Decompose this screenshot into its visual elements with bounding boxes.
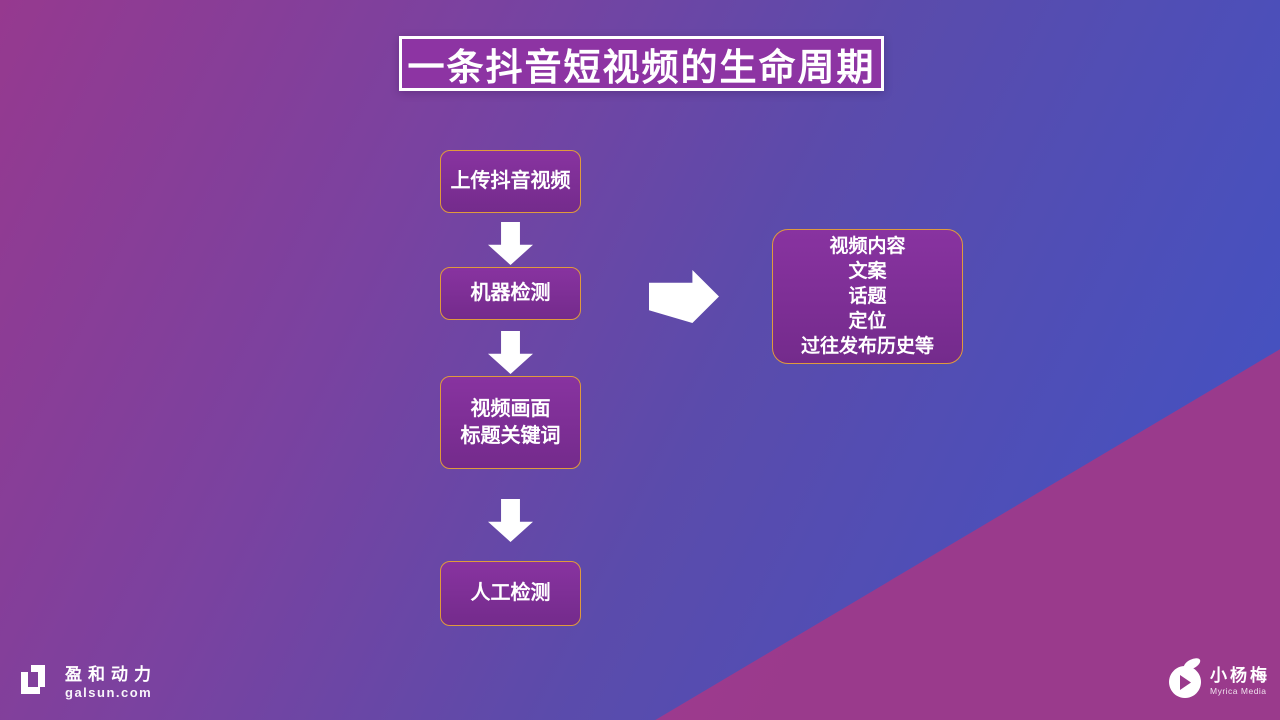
slide-title-box: 一条抖音短视频的生命周期 [399,36,884,91]
footer-right-brand-name: 小杨梅 [1210,666,1270,685]
detail-line: 文案 [848,261,887,282]
detail-line: 视频内容 [829,236,906,257]
flow-step-video-frame-keywords: 视频画面 标题关键词 [440,376,581,469]
galsun-logo-icon [14,658,58,707]
footer-left-domain: galsun.com [65,685,153,700]
myrica-logo-icon [1166,656,1204,707]
detail-line: 话题 [848,286,887,307]
down-arrow-icon [488,499,533,542]
flow-step-label: 上传抖音视频 [450,170,571,192]
down-arrow-icon [488,331,533,374]
flow-step-upload-video: 上传抖音视频 [440,150,581,213]
flow-step-label: 机器检测 [470,282,551,304]
detail-box-check-items: 视频内容 文案 话题 定位 过往发布历史等 [772,229,963,364]
detail-line: 过往发布历史等 [800,336,934,357]
flow-step-label: 人工检测 [470,582,551,604]
flow-step-label-line: 视频画面 [470,397,551,420]
flow-step-manual-check: 人工检测 [440,561,581,626]
flow-step-machine-check: 机器检测 [440,267,581,320]
footer-left-logo: 盈和动力 galsun.com [14,658,157,707]
footer-right-logo: 小杨梅 Myrica Media [1166,656,1270,707]
flow-step-label-line: 标题关键词 [460,424,561,447]
detail-line: 定位 [848,311,887,332]
slide-title: 一条抖音短视频的生命周期 [407,46,876,88]
right-arrow-icon [649,270,719,323]
footer-left-brand-name: 盈和动力 [65,665,157,684]
down-arrow-icon [488,222,533,265]
footer-right-subtitle: Myrica Media [1210,686,1267,696]
